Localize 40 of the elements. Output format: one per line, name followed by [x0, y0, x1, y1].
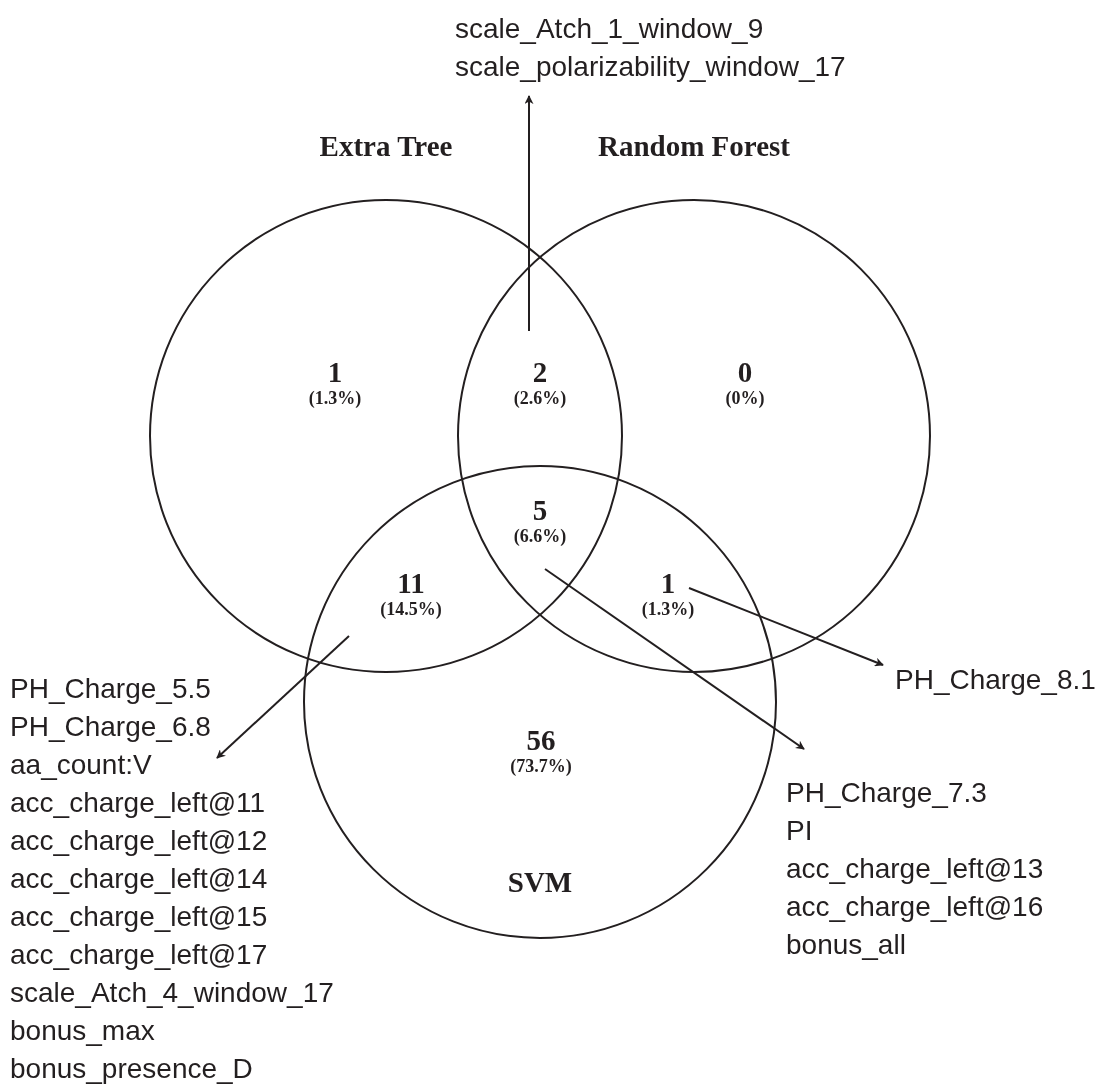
- feature-name: PH_Charge_8.1: [895, 663, 1096, 697]
- region-count: 5: [531, 494, 549, 526]
- feature-name: acc_charge_left@11: [10, 786, 267, 820]
- feature-name: acc_charge_left@15: [10, 900, 269, 934]
- feature-name: acc_charge_left@14: [10, 862, 269, 896]
- feature-name: bonus_all: [786, 928, 907, 962]
- region-count: 1: [659, 567, 677, 599]
- feature-name: PH_Charge_5.5: [10, 672, 212, 706]
- feature-name: PI: [786, 814, 814, 848]
- feature-name: scale_Atch_1_window_9: [455, 12, 765, 46]
- arrow: [544, 568, 805, 750]
- region-percentage: (1.3%): [307, 388, 363, 408]
- region-percentage: (0%): [724, 388, 766, 408]
- region-percentage: (73.7%): [509, 756, 573, 776]
- region-percentage: (6.6%): [512, 526, 568, 546]
- feature-name: acc_charge_left@17: [10, 938, 269, 972]
- feature-name: bonus_presence_D: [10, 1052, 254, 1086]
- region-count: 11: [396, 567, 426, 599]
- feature-name: scale_Atch_4_window_17: [10, 976, 334, 1010]
- feature-name: scale_polarizability_window_17: [455, 50, 846, 84]
- region-count: 1: [326, 356, 344, 388]
- arrow: [688, 587, 884, 667]
- feature-name: bonus_max: [10, 1014, 156, 1048]
- feature-name: PH_Charge_7.3: [786, 776, 988, 810]
- feature-name: acc_charge_left@13: [786, 852, 1044, 886]
- arrow: [524, 95, 534, 332]
- set-label: Extra Tree: [319, 130, 453, 163]
- set-label: Random Forest: [598, 130, 790, 163]
- feature-name: PH_Charge_6.8: [10, 710, 212, 744]
- arrow: [216, 635, 350, 759]
- feature-name: acc_charge_left@16: [786, 890, 1044, 924]
- region-count: 2: [531, 356, 549, 388]
- region-percentage: (1.3%): [640, 599, 696, 619]
- feature-name: aa_count:V: [10, 748, 153, 782]
- region-percentage: (14.5%): [379, 599, 443, 619]
- region-percentage: (2.6%): [512, 388, 568, 408]
- set-label: SVM: [507, 866, 573, 899]
- region-count: 0: [736, 356, 754, 388]
- feature-name: acc_charge_left@12: [10, 824, 269, 858]
- region-count: 56: [525, 724, 557, 756]
